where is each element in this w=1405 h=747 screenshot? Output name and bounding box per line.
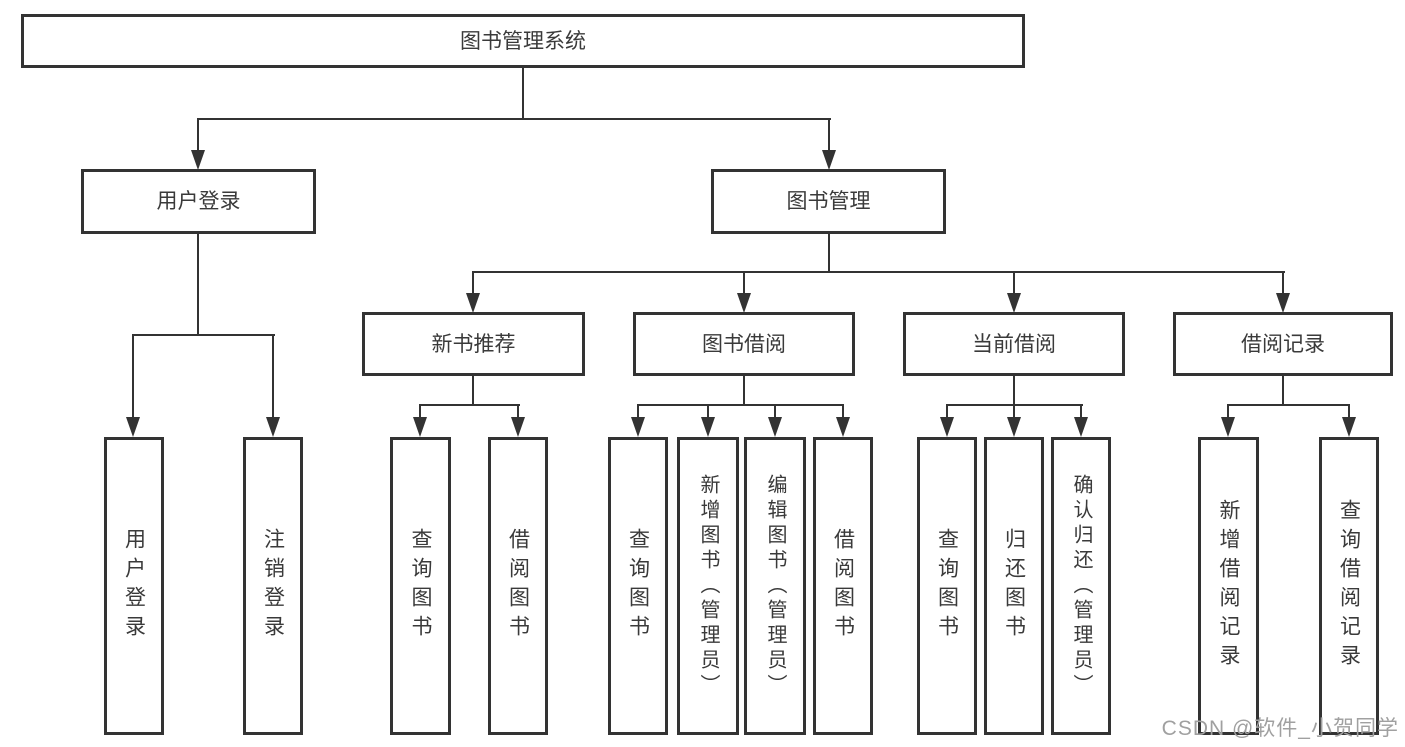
node-user-login: 用户登录 [81,169,316,234]
arrowhead [126,417,140,437]
connector-arrow-shaft [828,118,830,152]
connector-group-horizontal [419,404,520,406]
arrowhead [631,417,645,437]
connector-arrow-shaft [842,404,844,419]
connector-arrow-shaft [1080,404,1082,419]
arrowhead [191,150,205,170]
connector-arrow-shaft [637,404,639,419]
csdn-watermark: CSDN @软件_小贺同学 [1161,717,1399,740]
connector-group-vertical [1282,376,1284,406]
leaf-current-confirm-return-admin: 确认归还（管理员） [1051,437,1111,735]
arrowhead [466,293,480,313]
leaf-records-query-borrow-record: 查询借阅记录 [1319,437,1379,735]
leaf-borrowing-edit-books-admin: 编辑图书（管理员） [744,437,806,735]
arrowhead [1007,417,1021,437]
arrowhead [701,417,715,437]
connector-book-management-vertical [828,234,830,273]
leaf-records-add-borrow-record: 新增借阅记录 [1198,437,1259,735]
connector-arrow-shaft [743,271,745,295]
arrowhead [266,417,280,437]
connector-arrow-shaft [272,334,274,419]
arrowhead [1342,417,1356,437]
arrowhead [768,417,782,437]
connector-group-horizontal [637,404,844,406]
leaf-recommend-query-books: 查询图书 [390,437,451,735]
leaf-current-query-books: 查询图书 [917,437,977,735]
connector-group-horizontal [1227,404,1350,406]
arrowhead [1221,417,1235,437]
connector-group-vertical [743,376,745,406]
connector-arrow-shaft [132,334,134,419]
connector-user-login-vertical [197,234,199,336]
connector-level2-horizontal [472,271,1285,273]
leaf-recommend-borrow-books: 借阅图书 [488,437,548,735]
node-new-book-recommend: 新书推荐 [362,312,585,376]
arrowhead [511,417,525,437]
leaf-logout: 注销登录 [243,437,303,735]
connector-group-vertical [1013,376,1015,406]
connector-arrow-shaft [707,404,709,419]
connector-arrow-shaft [946,404,948,419]
connector-arrow-shaft [419,404,421,419]
arrowhead [413,417,427,437]
node-current-borrowing: 当前借阅 [903,312,1125,376]
leaf-user-login: 用户登录 [104,437,164,735]
arrowhead [1276,293,1290,313]
leaf-current-return-books: 归还图书 [984,437,1044,735]
connector-arrow-shaft [472,271,474,295]
leaf-borrowing-add-books-admin: 新增图书（管理员） [677,437,739,735]
connector-user-login-horizontal [132,334,275,336]
connector-level1-horizontal [197,118,831,120]
arrowhead [836,417,850,437]
connector-arrow-shaft [1282,271,1284,295]
arrowhead [1007,293,1021,313]
connector-arrow-shaft [1227,404,1229,419]
connector-arrow-shaft [1348,404,1350,419]
arrowhead [940,417,954,437]
connector-arrow-shaft [774,404,776,419]
arrowhead [822,150,836,170]
connector-arrow-shaft [1013,404,1015,419]
connector-arrow-shaft [1013,271,1015,295]
node-borrowing-records: 借阅记录 [1173,312,1393,376]
node-book-borrowing: 图书借阅 [633,312,855,376]
connector-group-vertical [472,376,474,406]
node-root: 图书管理系统 [21,14,1025,68]
leaf-borrowing-borrow-books: 借阅图书 [813,437,873,735]
connector-arrow-shaft [517,404,519,419]
connector-arrow-shaft [197,118,199,152]
arrowhead [737,293,751,313]
node-book-management: 图书管理 [711,169,946,234]
connector-root-vertical [522,68,524,119]
leaf-borrowing-query-books: 查询图书 [608,437,668,735]
arrowhead [1074,417,1088,437]
